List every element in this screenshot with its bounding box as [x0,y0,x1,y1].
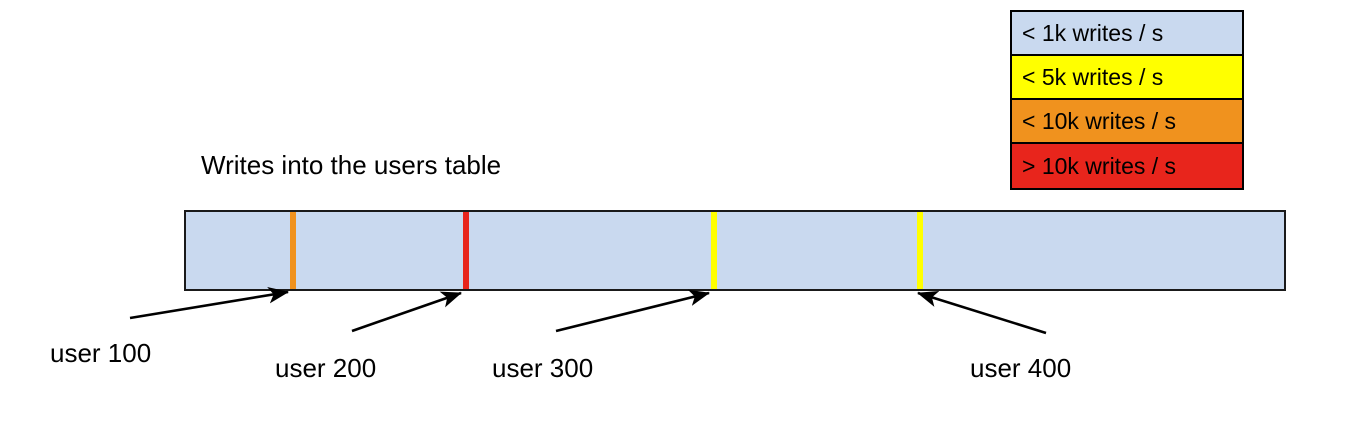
callout-label-user-100: user 100 [50,338,152,368]
legend-label-over-10k: > 10k writes / s [1022,152,1177,179]
bar-marker-user-300 [711,212,717,289]
legend: < 1k writes / s < 5k writes / s < 10k wr… [1010,10,1244,190]
keyspace-bar [184,210,1286,291]
bar-marker-user-100 [290,212,296,289]
callout-label-user-200: user 200 [275,353,377,383]
bar-marker-user-400 [917,212,923,289]
legend-label-under-5k: < 5k writes / s [1022,63,1164,90]
legend-row-under-10k: < 10k writes / s [1012,100,1242,144]
legend-row-under-5k: < 5k writes / s [1012,56,1242,100]
chart-title: Writes into the users table [201,150,502,180]
legend-row-over-10k: > 10k writes / s [1012,144,1242,188]
callout-label-user-300: user 300 [492,353,594,383]
legend-label-under-10k: < 10k writes / s [1022,107,1177,134]
callout-label-user-400: user 400 [970,353,1072,383]
arrow-user-200 [351,291,462,333]
legend-row-under-1k: < 1k writes / s [1012,12,1242,56]
legend-label-under-1k: < 1k writes / s [1022,19,1164,46]
arrow-user-400 [917,290,1047,335]
bar-marker-user-200 [463,212,469,289]
arrow-user-300 [555,289,711,333]
arrow-user-100 [129,286,290,320]
